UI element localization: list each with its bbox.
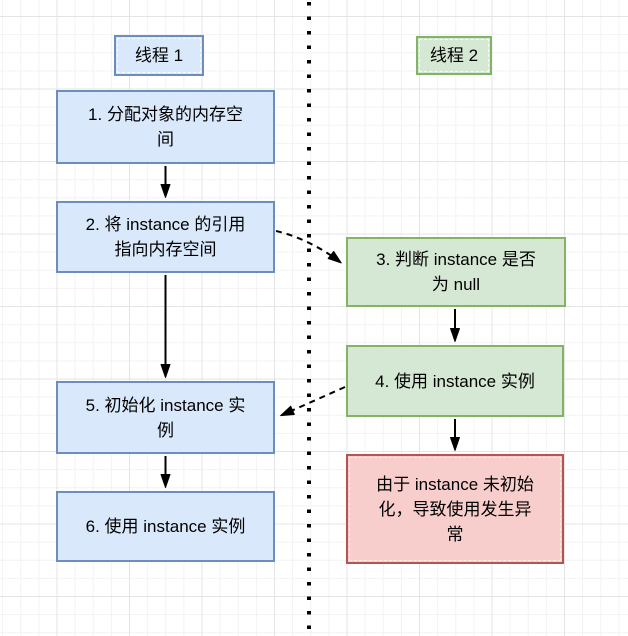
node-step5-init-instance: 5. 初始化 instance 实 例 xyxy=(56,381,275,454)
node-step1-allocate-memory: 1. 分配对象的内存空 间 xyxy=(56,90,275,164)
node-step2-point-reference: 2. 将 instance 的引用 指向内存空间 xyxy=(56,201,275,273)
edge-step4-to-step5-dashed xyxy=(280,386,346,417)
node-step4-use-instance: 4. 使用 instance 实例 xyxy=(346,345,564,417)
lane-label-thread1: 线程 1 xyxy=(114,35,204,76)
node-error-uninitialized-exception: 由于 instance 未初始 化，导致使用发生异 常 xyxy=(346,454,564,564)
node-step6-use-instance: 6. 使用 instance 实例 xyxy=(56,491,275,562)
thread-lane-divider xyxy=(307,2,311,636)
lane-label-thread2: 线程 2 xyxy=(416,36,492,75)
node-step3-check-null: 3. 判断 instance 是否 为 null xyxy=(346,237,566,307)
